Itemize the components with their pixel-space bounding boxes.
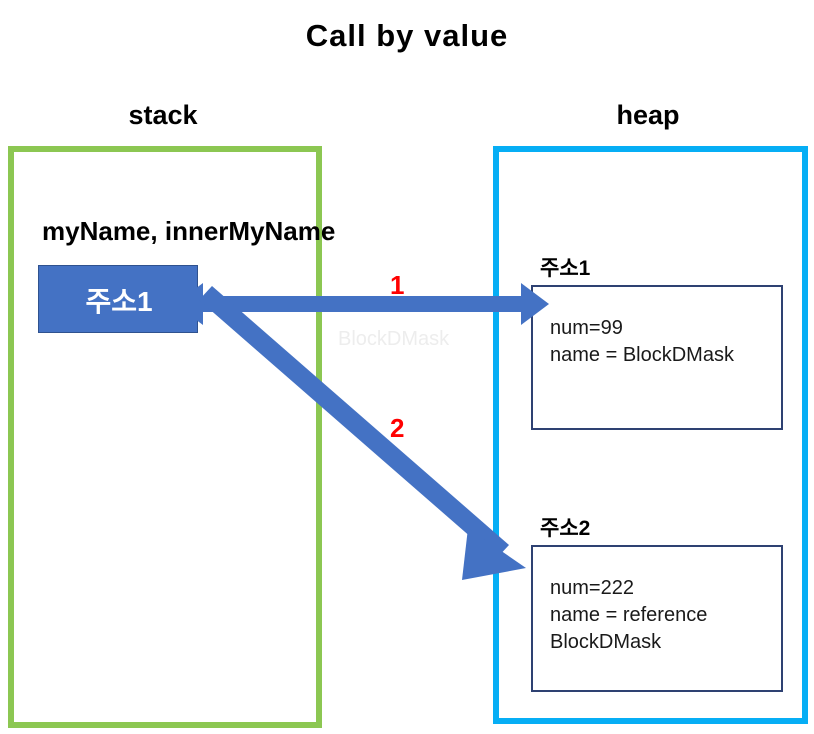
heap-slot-2-title: 주소2 [540,517,591,540]
heap-slot-1-content: num=99 name = BlockDMask [550,317,734,366]
heap-slot-2-box: num=222 name = reference BlockDMask [531,545,783,692]
watermark-text: BlockDMask [338,328,450,350]
heap-slot-1-box: num=99 name = BlockDMask [531,285,783,430]
stack-address-box-label: 주소1 [85,286,153,317]
stack-region-caption: stack [128,100,198,130]
stack-address-box: 주소1 [38,265,198,333]
arrow-2-label: 2 [390,413,405,443]
arrow-1-label: 1 [390,270,405,300]
heap-slot-1-title: 주소1 [540,257,591,280]
heap-region-caption: heap [616,100,680,130]
page-title: Call by value [305,18,509,53]
heap-slot-2-content: num=222 name = reference BlockDMask [550,577,708,653]
stack-variables-label: myName, innerMyName [42,216,336,246]
